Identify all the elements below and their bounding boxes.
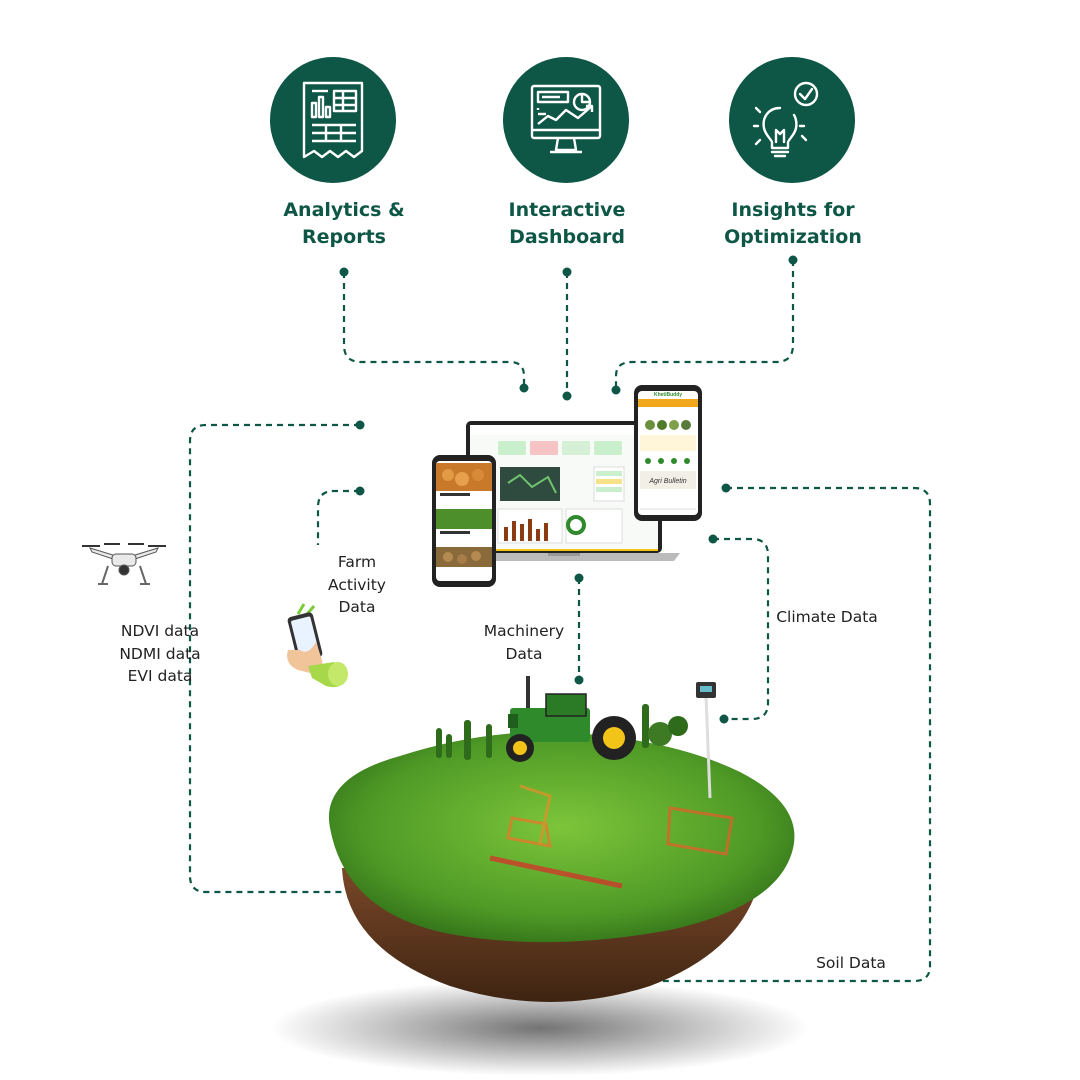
connector-dot — [721, 483, 731, 493]
phone-farm-activity — [432, 455, 496, 587]
connector-climate — [713, 537, 770, 721]
insights-optimization-badge — [729, 57, 855, 183]
phone-agri-bulletin: KhetiBuddy Agri Bulletin — [634, 385, 702, 521]
hand-phone-icon — [287, 603, 348, 688]
agri-bulletin-text: Agri Bulletin — [648, 478, 686, 485]
satellite-data-label: NDVI data NDMI data EVI data — [119, 622, 201, 685]
drone-icon — [82, 543, 166, 585]
connector-satellite — [188, 423, 523, 894]
devices-illustration: KhetiBuddy Agri Bulletin — [432, 385, 702, 587]
connector-dot — [719, 714, 729, 724]
connector-dot — [611, 385, 621, 395]
farm-activity-label: Farm Activity Data — [328, 553, 386, 616]
connector-dot — [519, 383, 529, 393]
dashboard-monitor-icon — [530, 84, 602, 154]
connector-dot — [574, 675, 584, 685]
climate-label: Climate Data — [776, 608, 878, 626]
connector-farm-activity — [316, 489, 360, 545]
app-brand-text: KhetiBuddy — [654, 392, 682, 398]
connector-analytics — [342, 272, 526, 388]
analytics-reports-badge — [270, 57, 396, 183]
connector-dot — [708, 534, 718, 544]
machinery-label: Machinery Data — [483, 622, 565, 663]
grass-field — [328, 731, 795, 943]
analytics-reports-label: Analytics &Reports — [283, 199, 405, 248]
connector-dot — [355, 486, 365, 496]
lightbulb-check-icon — [752, 81, 819, 158]
laptop-dashboard — [448, 421, 680, 561]
connector-soil — [646, 486, 932, 983]
tractor-icon — [506, 676, 636, 762]
weather-sensor-icon — [696, 682, 716, 799]
island-shadow — [270, 980, 810, 1076]
tree-row — [436, 704, 688, 760]
connector-dot — [562, 391, 572, 401]
connector-dot — [339, 267, 349, 277]
interactive-dashboard-badge — [503, 57, 629, 183]
connector-insights — [614, 260, 795, 390]
soil-label: Soil Data — [816, 954, 886, 972]
report-document-icon — [302, 81, 364, 159]
connector-dot — [562, 267, 572, 277]
connector-dot — [574, 573, 584, 583]
farm-island-illustration — [270, 676, 810, 1076]
ndvi-overlay — [489, 784, 734, 889]
connector-dot — [355, 420, 365, 430]
connector-dot — [788, 255, 798, 265]
